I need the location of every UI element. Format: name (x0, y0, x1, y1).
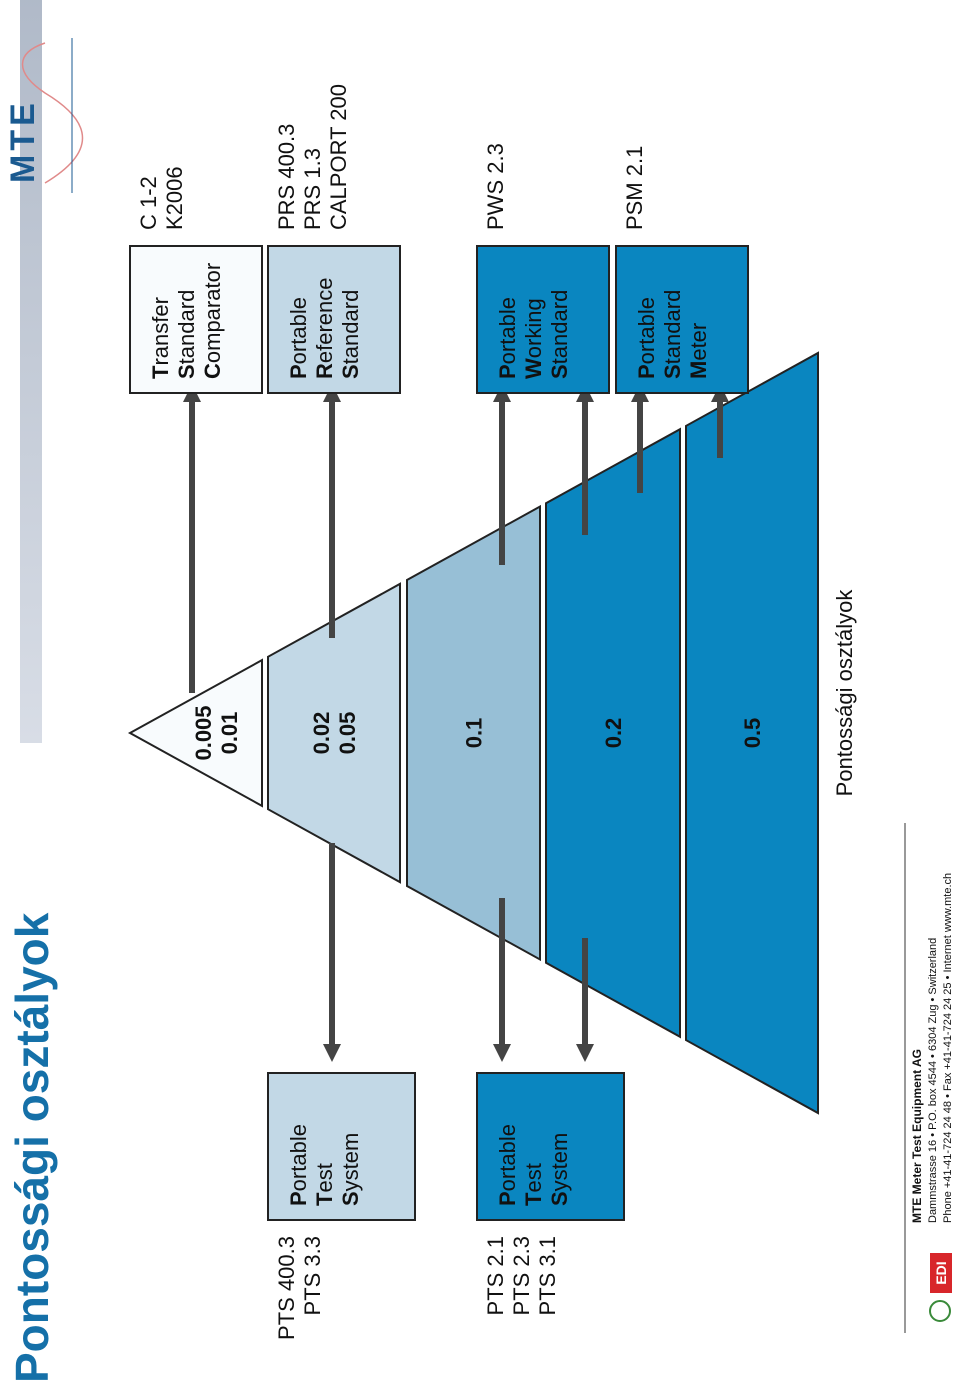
pyramid (127, 351, 819, 1115)
axis-title: Pontossági osztályok (832, 589, 857, 797)
top-box-4-product: PSM 2.1 (622, 146, 647, 230)
pyramid-tier-5 (685, 351, 819, 1115)
top-box-2-product: PRS 400.3 (274, 124, 299, 230)
top-box-1-line: Transfer (148, 297, 173, 379)
pyramid-tier-1 (127, 658, 263, 808)
tier-5-label: 0.5 (740, 718, 765, 749)
footer: MTE Meter Test Equipment AG EDI Dammstra… (904, 823, 954, 1333)
pyramid-tier-2 (267, 582, 401, 884)
top-box-4-line: Portable (634, 297, 659, 379)
tier-4-label: 0.2 (601, 718, 626, 749)
tier-1-label: 0.01 (217, 712, 242, 755)
bottom-box-2-line: Test (521, 1163, 546, 1206)
bottom-box-1-line: System (338, 1133, 363, 1206)
footer-address: Dammstrasse 16 • P.O. box 4544 • 6304 Zu… (927, 938, 939, 1223)
footer-contact: Phone +41-41-724 24 48 • Fax +41-41-724 … (942, 873, 954, 1223)
bottom-box-2-product: PTS 2.1 (483, 1236, 508, 1315)
top-box-1-rect (129, 245, 263, 394)
top-box-3-product: PWS 2.3 (483, 143, 508, 230)
bottom-box-2-product: PTS 2.3 (509, 1236, 534, 1315)
footer-company: MTE Meter Test Equipment AG (910, 1049, 924, 1223)
tier-3-label: 0.1 (462, 718, 487, 749)
certification-icon (929, 1300, 951, 1322)
top-box-1-product: K2006 (162, 166, 187, 230)
tier-1-label: 0.005 (191, 705, 216, 760)
arrows (183, 384, 729, 1062)
page-title: Pontossági osztályok (6, 912, 58, 1383)
top-box-3-rect (476, 245, 610, 394)
top-box-4-line: Standard (660, 290, 685, 379)
top-box-4-rect (615, 245, 749, 394)
bottom-box-2-rect (476, 1072, 625, 1221)
top-box-1-line: Comparator (200, 263, 225, 379)
bottom-box-2-line: System (547, 1133, 572, 1206)
top-box-1-line: Standard (174, 290, 199, 379)
bottom-box-1-line: Portable (286, 1124, 311, 1206)
title-bar (20, 0, 42, 743)
pyramid-tier-4 (545, 427, 681, 1039)
logo-wave-icon (21, 42, 84, 184)
top-box-2-line: Standard (338, 290, 363, 379)
top-box-2-rect (267, 245, 401, 394)
top-box-2-line: Portable (286, 297, 311, 379)
bottom-box-1-product: PTS 400.3 (274, 1236, 299, 1340)
top-box-2-product: CALPORT 200 (326, 84, 351, 230)
top-box-4-line: Meter (686, 323, 711, 379)
pyramid-tier-3 (406, 504, 541, 962)
tier-2-label: 0.02 (309, 712, 334, 755)
top-box-3-line: Working (521, 298, 546, 379)
bottom-box-1-product: PTS 3.3 (300, 1236, 325, 1315)
bottom-box-1-line: Test (312, 1163, 337, 1206)
top-box-3-line: Portable (495, 297, 520, 379)
tier-2-label: 0.05 (335, 712, 360, 755)
bottom-box-2-line: Portable (495, 1124, 520, 1206)
bottom-box-1-rect (267, 1072, 416, 1221)
bottom-box-2-product: PTS 3.1 (535, 1236, 560, 1315)
edi-logo-text: EDI (933, 1261, 949, 1284)
mte-logo: MTE (4, 38, 84, 193)
top-box-2-line: Reference (312, 277, 337, 379)
top-box-3-line: Standard (547, 290, 572, 379)
top-box-2-product: PRS 1.3 (300, 148, 325, 230)
logo-text: MTE (4, 99, 42, 183)
top-box-1-product: C 1-2 (136, 176, 161, 230)
edi-logo (930, 1253, 952, 1293)
